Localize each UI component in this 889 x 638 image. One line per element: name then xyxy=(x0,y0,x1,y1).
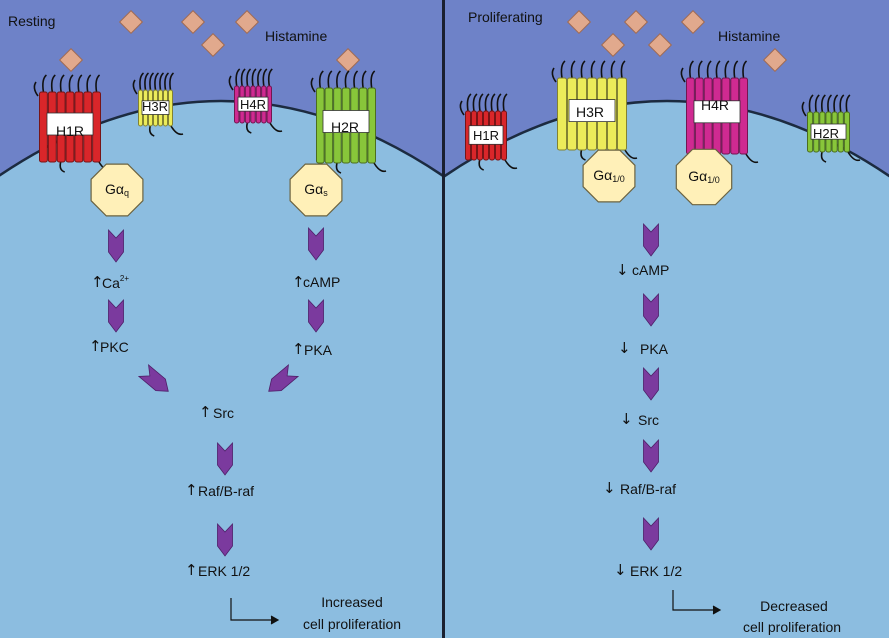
right-outcome-arrow xyxy=(672,590,722,615)
h2r-label-right: H2R xyxy=(813,126,839,141)
cascade-arrow xyxy=(308,226,324,261)
down-arrow-icon: ↓ xyxy=(614,561,627,579)
camp-label-left: cAMP xyxy=(303,274,340,290)
erk-label-left: ERK 1/2 xyxy=(198,563,250,579)
pka-label-left: PKA xyxy=(304,342,333,358)
cascade-arrow xyxy=(643,222,659,257)
h3r-label-right: H3R xyxy=(576,104,604,120)
camp-label-right: cAMP xyxy=(632,262,669,278)
h1r-label-left: H1R xyxy=(56,123,84,139)
cascade-arrow xyxy=(643,366,659,401)
histamine-molecule xyxy=(234,9,260,35)
left-outcome-arrow xyxy=(230,598,280,625)
cascade-arrow xyxy=(108,228,124,263)
down-arrow-icon: ↓ xyxy=(603,479,616,497)
gprotein-i-octagon-h4r xyxy=(675,148,733,206)
right-cell-body xyxy=(445,99,889,638)
up-arrow-icon: ↑ xyxy=(185,561,198,579)
cascade-arrow xyxy=(643,292,659,327)
gprotein-i-label-h4r: Gα1/0 xyxy=(688,168,720,185)
gprotein-q-octagon xyxy=(90,163,144,217)
gprotein-i-label-h3r: Gα1/0 xyxy=(593,167,625,184)
cascade-arrow xyxy=(268,364,300,392)
h4r-label-left: H4R xyxy=(240,97,266,112)
histamine-molecule xyxy=(566,9,592,35)
h4r-label-right: H4R xyxy=(701,97,729,113)
left-histamine-molecules xyxy=(58,9,361,73)
src-label-left: Src xyxy=(213,405,234,421)
histamine-molecule xyxy=(600,32,626,58)
histamine-molecule xyxy=(200,32,226,58)
cascade-arrow xyxy=(217,522,233,557)
cascade-arrow-layer xyxy=(108,222,659,557)
left-histamine-label: Histamine xyxy=(265,28,327,44)
cascade-arrow xyxy=(137,364,169,392)
down-arrow-icon: ↓ xyxy=(616,261,629,279)
up-arrow-icon: ↑ xyxy=(199,403,212,421)
cascade-arrow xyxy=(643,438,659,473)
left-cell-body xyxy=(0,99,443,638)
gprotein-s-label: Gαs xyxy=(304,181,328,198)
cascade-arrow xyxy=(308,298,324,333)
right-histamine-molecules xyxy=(566,9,788,73)
h1r-receptor-left xyxy=(33,74,112,173)
right-histamine-label: Histamine xyxy=(718,28,780,44)
up-arrow-icon: ↑ xyxy=(292,273,305,291)
outcome-line1-left: Increased xyxy=(321,594,382,610)
raf-label-left: Raf/B-raf xyxy=(198,483,254,499)
histamine-molecule xyxy=(335,47,361,73)
histamine-molecule xyxy=(118,9,144,35)
gprotein-s-octagon xyxy=(289,163,343,217)
histamine-molecule xyxy=(180,9,206,35)
histamine-molecule xyxy=(647,32,673,58)
pka-label-right: PKA xyxy=(640,341,669,357)
h1r-receptor-right xyxy=(459,93,518,171)
h2r-receptor-left xyxy=(310,70,387,174)
h2r-label-left: H2R xyxy=(331,119,359,135)
up-arrow-icon: ↑ xyxy=(185,481,198,499)
src-label-right: Src xyxy=(638,412,659,428)
down-arrow-icon: ↓ xyxy=(618,339,631,357)
h1r-label-right: H1R xyxy=(473,128,499,143)
histamine-molecule xyxy=(58,47,84,73)
panel-divider xyxy=(442,0,445,638)
right-panel xyxy=(445,0,889,638)
up-arrow-icon: ↑ xyxy=(89,337,102,355)
histamine-molecule xyxy=(623,9,649,35)
cascade-arrow xyxy=(108,298,124,333)
down-arrow-icon: ↓ xyxy=(620,410,633,428)
h3r-receptor-left xyxy=(132,72,184,137)
erk-label-right: ERK 1/2 xyxy=(630,563,682,579)
outcome-line2-left: cell proliferation xyxy=(303,616,401,632)
h4r-receptor-right xyxy=(680,60,759,165)
gprotein-layer xyxy=(90,148,733,217)
histamine-molecule xyxy=(762,47,788,73)
receptor-layer xyxy=(33,60,861,174)
cascade-arrow xyxy=(643,516,659,551)
up-arrow-icon: ↑ xyxy=(91,273,104,291)
histamine-molecule xyxy=(680,9,706,35)
h3r-label-left: H3R xyxy=(142,99,168,114)
outcome-line2-right: cell proliferation xyxy=(743,619,841,635)
cascade-arrow xyxy=(217,441,233,476)
raf-label-right: Raf/B-raf xyxy=(620,481,676,497)
outcome-line1-right: Decreased xyxy=(760,598,828,614)
gprotein-i-octagon-h3r xyxy=(582,149,636,203)
right-state-label: Proliferating xyxy=(468,9,543,25)
pkc-label: PKC xyxy=(100,339,129,355)
h3r-receptor-right xyxy=(551,60,638,161)
h2r-receptor-right xyxy=(801,94,861,163)
left-state-label: Resting xyxy=(8,13,55,29)
gprotein-q-label: Gαq xyxy=(105,181,129,198)
h4r-receptor-left xyxy=(228,68,283,134)
ca-label: Ca2+ xyxy=(102,274,129,291)
up-arrow-icon: ↑ xyxy=(292,340,305,358)
